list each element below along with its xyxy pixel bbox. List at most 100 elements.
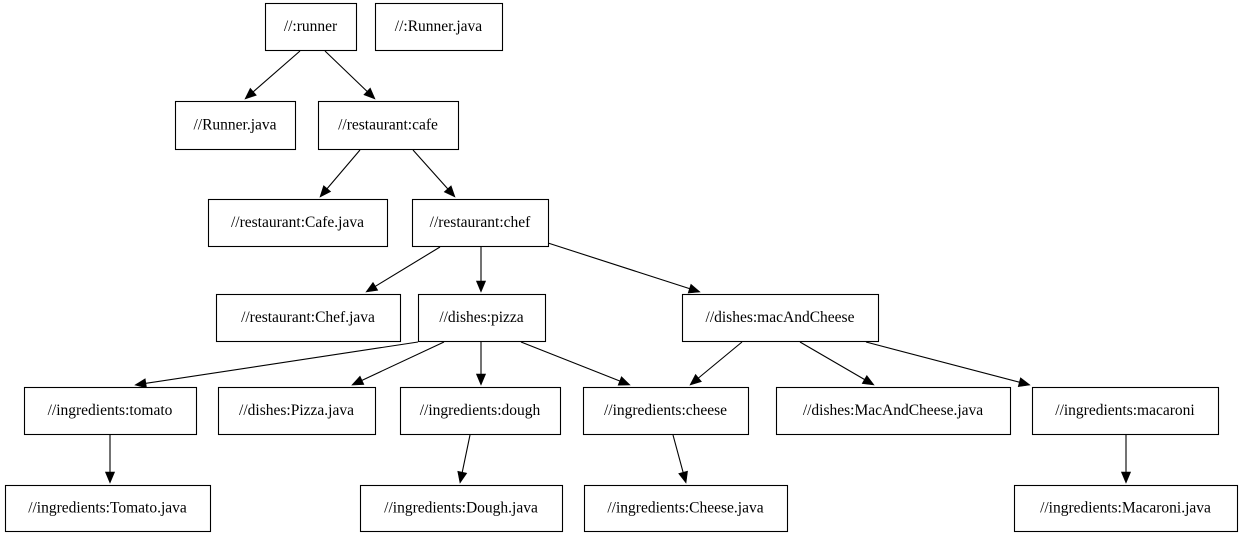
graph-node-chef_java[interactable]: //restaurant:Chef.java [215, 293, 402, 343]
graph-edge [134, 341, 419, 389]
graph-node-restaurant_chef[interactable]: //restaurant:chef [411, 198, 550, 248]
node-box[interactable] [681, 293, 880, 343]
graph-node-runner_java_root[interactable]: //:Runner.java [374, 2, 504, 52]
edge-line [252, 50, 301, 93]
node-box[interactable] [317, 100, 460, 151]
node-label: //:runner [284, 18, 338, 35]
node-label: //dishes:Pizza.java [239, 402, 354, 419]
graph-node-pizza_java[interactable]: //dishes:Pizza.java [217, 386, 377, 436]
node-box[interactable] [583, 484, 789, 533]
edge-line [698, 341, 743, 379]
graph-edge [475, 342, 487, 386]
graph-node-dishes_mac[interactable]: //dishes:macAndCheese [681, 293, 880, 343]
graph-edge [689, 341, 743, 386]
graph-node-dough_java[interactable]: //ingredients:Dough.java [359, 484, 564, 533]
edge-arrowhead-icon [861, 374, 875, 386]
edge-line [375, 246, 441, 287]
graph-edge [412, 149, 456, 198]
edge-arrowhead-icon [1120, 471, 1132, 484]
node-label: //ingredients:Dough.java [384, 500, 538, 517]
edge-line [461, 434, 471, 473]
graph-node-mac_java[interactable]: //dishes:MacAndCheese.java [775, 386, 1012, 436]
edge-arrowhead-icon [617, 376, 631, 386]
node-label: //ingredients:Cheese.java [607, 500, 763, 517]
edge-line [324, 50, 368, 92]
node-box[interactable] [411, 198, 550, 248]
edge-line [547, 242, 690, 290]
node-box[interactable] [215, 293, 402, 343]
node-label: //dishes:macAndCheese [706, 309, 855, 326]
node-box[interactable] [23, 386, 198, 436]
node-box[interactable] [775, 386, 1012, 436]
graph-edge [1120, 435, 1132, 484]
node-label: //restaurant:Chef.java [241, 309, 375, 326]
edge-arrowhead-icon [475, 280, 487, 293]
graph-edge [244, 50, 301, 100]
graph-edge [865, 341, 1031, 388]
node-box[interactable] [374, 2, 504, 52]
edge-line [799, 341, 865, 380]
node-label: //ingredients:macaroni [1055, 402, 1195, 419]
node-box[interactable] [1013, 484, 1239, 533]
graph-edge [457, 434, 471, 484]
node-box[interactable] [417, 293, 547, 343]
graph-node-ing_tomato[interactable]: //ingredients:tomato [23, 386, 198, 436]
graph-edge [799, 341, 875, 386]
node-box[interactable] [4, 484, 212, 533]
graph-node-cafe_java[interactable]: //restaurant:Cafe.java [207, 198, 389, 248]
node-label: //restaurant:cafe [338, 117, 438, 134]
edge-arrowhead-icon [457, 470, 468, 484]
node-box[interactable] [174, 100, 297, 151]
nodes-layer: //:runner //:Runner.java //Runner.java //re… [4, 2, 1239, 533]
graph-node-ing_macaroni[interactable]: //ingredients:macaroni [1031, 386, 1220, 436]
node-box[interactable] [582, 386, 750, 436]
graph-node-cheese_java[interactable]: //ingredients:Cheese.java [583, 484, 789, 533]
edge-line [412, 149, 449, 190]
graph-edge [104, 435, 116, 484]
graph-node-runner_java[interactable]: //Runner.java [174, 100, 297, 151]
node-label: //restaurant:chef [430, 214, 532, 231]
node-label: //dishes:MacAndCheese.java [803, 402, 983, 419]
graph-node-tomato_java[interactable]: //ingredients:Tomato.java [4, 484, 212, 533]
node-box[interactable] [264, 2, 358, 52]
edge-arrowhead-icon [244, 87, 257, 100]
graph-node-runner[interactable]: //:runner [264, 2, 358, 52]
edge-arrowhead-icon [104, 471, 116, 484]
graph-node-ing_cheese[interactable]: //ingredients:cheese [582, 386, 750, 436]
node-box[interactable] [207, 198, 389, 248]
edge-arrowhead-icon [365, 281, 379, 293]
graph-node-macaroni_java[interactable]: //ingredients:Macaroni.java [1013, 484, 1239, 533]
node-label: //:Runner.java [395, 18, 483, 35]
graph-node-restaurant_cafe[interactable]: //restaurant:cafe [317, 100, 460, 151]
edge-arrowhead-icon [687, 283, 701, 294]
edge-line [520, 341, 620, 382]
node-box[interactable] [359, 484, 564, 533]
graph-edge [351, 341, 445, 386]
node-box[interactable] [399, 386, 562, 436]
edge-line [326, 149, 361, 189]
edge-arrowhead-icon [689, 373, 702, 386]
edge-line [865, 341, 1020, 383]
graph-edge [547, 242, 701, 294]
edge-arrowhead-icon [134, 378, 147, 389]
edge-line [145, 341, 419, 384]
graph-edge [520, 341, 631, 386]
graph-edge [475, 247, 487, 293]
edge-arrowhead-icon [363, 87, 376, 100]
node-label: //restaurant:Cafe.java [231, 214, 364, 231]
node-label: //Runner.java [193, 117, 276, 134]
graph-node-dishes_pizza[interactable]: //dishes:pizza [417, 293, 547, 343]
edge-arrowhead-icon [475, 373, 487, 386]
edge-arrowhead-icon [319, 185, 332, 198]
edge-arrowhead-icon [351, 375, 365, 386]
graph-edge [365, 246, 441, 293]
edge-line [672, 434, 684, 473]
node-label: //ingredients:Tomato.java [28, 500, 187, 517]
graph-node-ing_dough[interactable]: //ingredients:dough [399, 386, 562, 436]
graph-edge [672, 434, 688, 484]
node-box[interactable] [217, 386, 377, 436]
node-label: //ingredients:Macaroni.java [1040, 500, 1211, 517]
node-box[interactable] [1031, 386, 1220, 436]
node-label: //ingredients:tomato [48, 402, 173, 419]
